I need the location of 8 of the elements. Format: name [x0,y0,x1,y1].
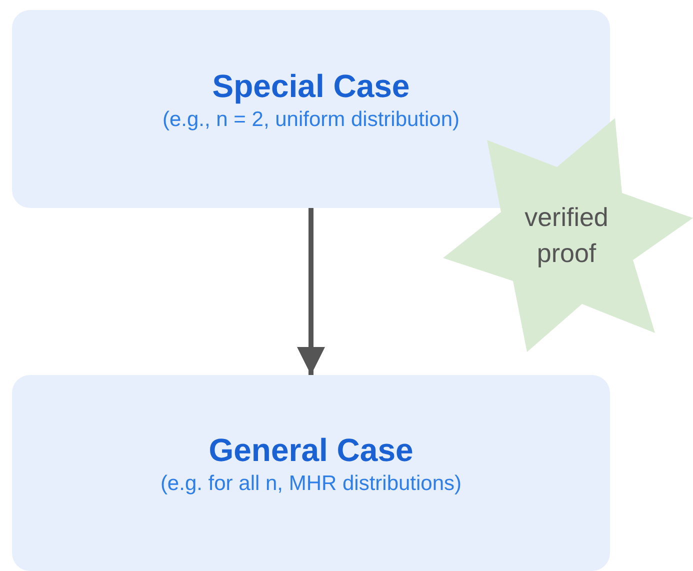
case-heading: Special Case [212,67,410,106]
arrow [297,208,325,375]
star-label: verified proof [524,200,610,270]
case-example: (e.g. for all n, MHR distributions) [160,471,462,498]
case-heading: General Case [208,431,414,470]
case-box [12,10,610,208]
case-example: (e.g., n = 2, uniform distribution) [162,107,460,134]
case-box [12,375,610,571]
